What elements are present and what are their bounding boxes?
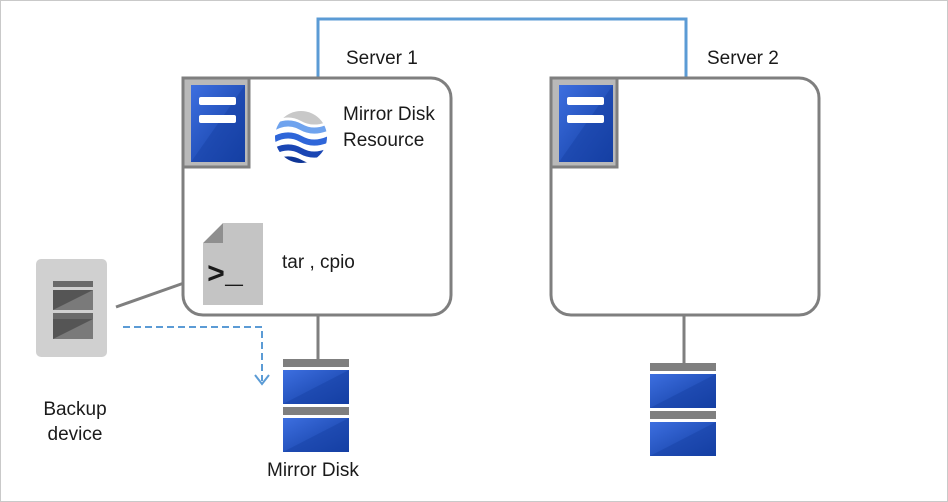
mirror-disk-icon bbox=[283, 359, 349, 452]
backup-device-icon bbox=[36, 259, 107, 357]
server2-label: Server 2 bbox=[707, 48, 779, 69]
mirror-disk-label: Mirror Disk bbox=[267, 460, 359, 481]
backup-connector-line bbox=[115, 281, 185, 309]
network-line bbox=[316, 17, 688, 77]
script-file-icon: >_ bbox=[203, 223, 263, 305]
script-label: tar , cpio bbox=[282, 252, 355, 273]
server1-icon bbox=[181, 76, 251, 169]
backup-flow-arrowhead bbox=[254, 374, 270, 386]
script-glyph: >_ bbox=[207, 259, 244, 293]
server2-disk-icon bbox=[650, 363, 716, 456]
server2-icon bbox=[549, 76, 619, 169]
backup-device-label: Backup device bbox=[43, 399, 107, 445]
backup-flow-arrow bbox=[123, 326, 263, 381]
mirror-resource-label: Mirror Disk Resource bbox=[343, 104, 435, 151]
server1-label: Server 1 bbox=[346, 48, 418, 69]
